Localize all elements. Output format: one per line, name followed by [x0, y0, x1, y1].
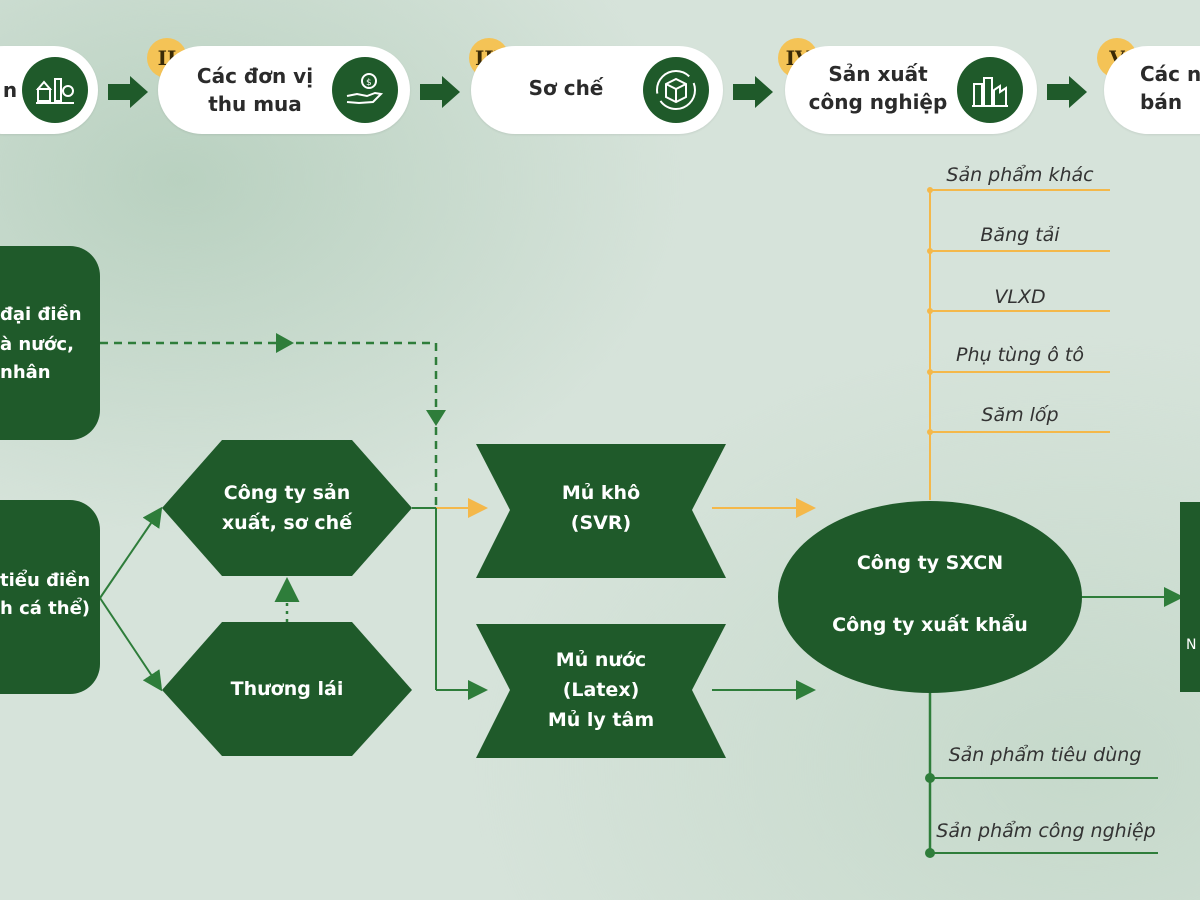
- smallholder-line-1: tiểu điền: [0, 570, 91, 591]
- smallholder-box: tiểu điền h cá thể): [0, 500, 100, 694]
- smallholder-line-2: h cá thể): [0, 598, 91, 619]
- company-label-1: Công ty SXCN: [856, 552, 1004, 574]
- right-cut-label: N: [1186, 637, 1197, 653]
- svg-text:$: $: [366, 78, 372, 88]
- latex-label-2: (Latex): [562, 679, 640, 701]
- package-icon: [643, 57, 709, 123]
- output-conveyor: Băng tải: [980, 224, 1060, 246]
- factory-icon: [957, 57, 1023, 123]
- output-auto-parts: Phụ tùng ô tô: [956, 344, 1084, 366]
- latex-label-3: Mủ ly tâm: [547, 709, 655, 731]
- stage-arrow-2: [420, 76, 460, 108]
- dry-rubber-shape: [476, 444, 726, 578]
- stage-arrow-3: [733, 76, 773, 108]
- company-label-2: Công ty xuất khẩu: [832, 614, 1028, 636]
- stage-4-label: Sản xuất công nghiệp: [808, 62, 948, 114]
- latex-shape: [476, 624, 726, 758]
- right-cut-shape: [1180, 502, 1200, 692]
- stage-2-pill: Các đơn vị thu mua $: [158, 46, 410, 134]
- stage-4-pill: Sản xuất công nghiệp: [785, 46, 1037, 134]
- plantation-line-2: à nước,: [0, 334, 74, 355]
- stage-1-pill: n: [0, 46, 98, 134]
- plantation-line-3: nhân: [0, 362, 51, 383]
- company-ellipse: [778, 501, 1082, 693]
- stage-1-label: n: [2, 78, 18, 102]
- stage-arrow-4: [1047, 76, 1087, 108]
- stage-arrow-1: [108, 76, 148, 108]
- output-tires: Săm lốp: [981, 404, 1059, 426]
- plantation-box: đại điền à nước, nhân: [0, 246, 100, 440]
- stage-3-label: Sơ chế: [528, 76, 604, 100]
- stage-5-label: Các n bán: [1140, 62, 1200, 114]
- processor-hexagon: [162, 440, 412, 576]
- stage-2-label: Các đơn vị thu mua: [196, 64, 314, 116]
- plantation-line-1: đại điền: [0, 304, 82, 325]
- latex-label-1: Mủ nước: [555, 649, 647, 671]
- stage-3-pill: Sơ chế: [471, 46, 723, 134]
- trader-hexagon: [162, 622, 412, 756]
- output-building-materials: VLXD: [994, 286, 1046, 308]
- processor-label: Công ty sản xuất, sơ chế: [221, 482, 353, 534]
- farm-icon: [22, 57, 88, 123]
- stage-5-pill: Các n bán: [1104, 46, 1200, 134]
- dry-rubber-label: Mủ khô (SVR): [561, 482, 641, 534]
- output-consumer-products: Sản phẩm tiêu dùng: [948, 744, 1142, 766]
- trader-label: Thương lái: [230, 678, 344, 700]
- output-industrial-products: Sản phẩm công nghiệp: [936, 820, 1156, 842]
- output-other-products: Sản phẩm khác: [946, 164, 1094, 186]
- hand-coin-icon: $: [332, 57, 398, 123]
